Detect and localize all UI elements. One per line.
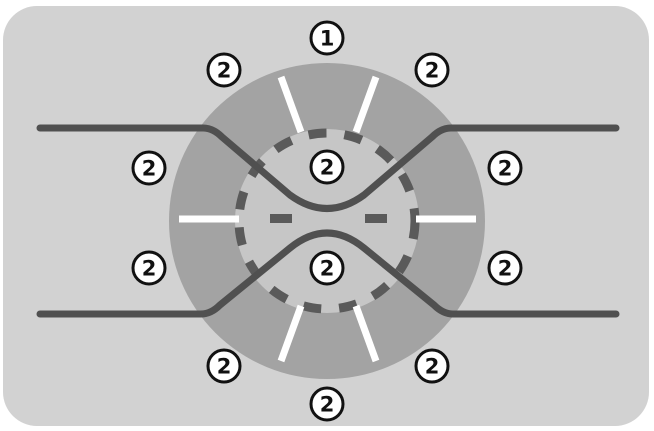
badge-top: 1 <box>309 20 345 56</box>
badge-left-lower-label: 2 <box>142 257 157 281</box>
badge-center-upper: 2 <box>309 149 345 185</box>
badge-right-lower: 2 <box>487 250 523 286</box>
upper-line <box>36 124 620 212</box>
badge-right-upper: 2 <box>487 150 523 186</box>
white-ticks <box>179 75 476 363</box>
badge-left-lower: 2 <box>131 250 167 286</box>
tick-top-right <box>352 75 380 134</box>
badge-top-label: 1 <box>320 27 335 51</box>
badge-top-left-label: 2 <box>217 59 232 83</box>
badge-bottom-left: 2 <box>206 348 242 384</box>
badge-right-lower-label: 2 <box>498 257 513 281</box>
badge-bottom-left-label: 2 <box>217 355 232 379</box>
tick-bottom-right <box>352 304 380 363</box>
badge-top-right-label: 2 <box>425 59 440 83</box>
lane-lines <box>36 124 620 318</box>
badge-bottom-right: 2 <box>414 348 450 384</box>
tick-bottom-left <box>277 304 305 363</box>
badge-bottom-right-label: 2 <box>425 355 440 379</box>
badge-bottom-label: 2 <box>320 393 335 417</box>
tick-top-left <box>277 75 305 134</box>
badge-bottom: 2 <box>309 386 345 422</box>
badge-top-right: 2 <box>414 52 450 88</box>
center-dash-left <box>270 214 292 223</box>
badge-right-upper-label: 2 <box>498 157 513 181</box>
dashed-circle <box>234 128 420 314</box>
badge-center-upper-label: 2 <box>320 156 335 180</box>
badge-top-left: 2 <box>206 52 242 88</box>
center-dash-right <box>365 214 387 223</box>
badge-left-upper-label: 2 <box>142 157 157 181</box>
badge-center-lower: 2 <box>309 250 345 286</box>
lower-line <box>36 229 620 318</box>
inner-disc <box>235 129 419 313</box>
badge-center-lower-label: 2 <box>320 257 335 281</box>
badge-left-upper: 2 <box>131 150 167 186</box>
